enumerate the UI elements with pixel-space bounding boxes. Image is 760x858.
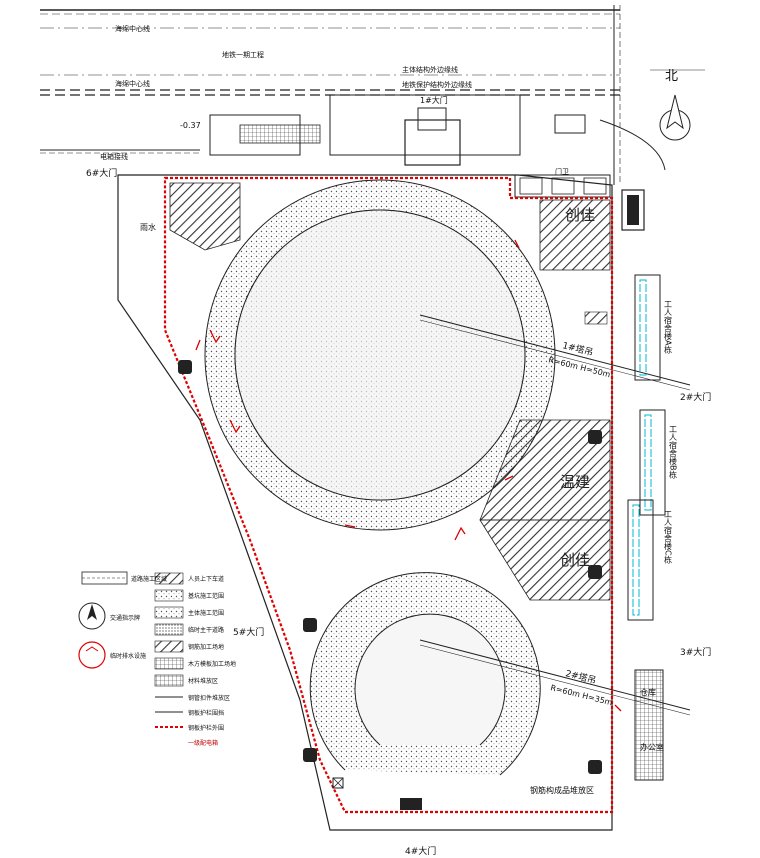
power-label: 电箱接线 [100,152,128,161]
legend-item-13: 一级配电箱 [188,739,218,747]
level-label: -0.37 [180,121,201,130]
road-line-upper: 海绵中心线 [115,24,150,33]
legend-item-8: 木方模板加工场地 [188,660,236,668]
road-area [40,5,705,231]
legend [78,571,184,728]
legend-item-11: 钢板护栏围挡 [188,709,224,717]
crane1-boom [419,314,691,386]
storage-label: 仓库 [640,687,656,697]
gate-4: 4#大门 [405,845,436,857]
site-boundary [117,174,613,831]
legend-item-6: 临时主干道路 [188,626,224,634]
control-label: 门卫 [555,167,569,176]
legend-item-3: 人员上下车道 [188,575,224,583]
traffic-arrows [195,239,622,712]
road-line-lower: 海绵中心线 [115,79,150,88]
hatch-zone-chuangjia [479,519,611,601]
legend-item-7: 钢筋加工场地 [188,643,224,651]
gate-1: 1#大门 [420,95,448,105]
gate-2: 2#大门 [680,391,711,403]
legend-item-10: 钢管扣件堆放区 [188,694,230,702]
legend-item-4: 基坑施工范围 [188,592,224,600]
north-label: 北 [665,69,678,84]
gate-6: 6#大门 [86,167,117,179]
legend-item-0: 道路施工区域 [131,575,167,583]
hatch-zone-top-left [169,182,241,251]
structure-line-label: 主体结构外边缘线 [402,65,458,74]
legend-item-2: 临时排水设施 [110,652,146,660]
boundary-line-label: 地铁保护结构外边缘线 [402,80,472,89]
equipment-markers [178,360,602,810]
office-label: 办公室 [640,742,664,752]
legend-item-1: 交通指示牌 [110,614,140,622]
hatch-zone-top-right [539,199,611,271]
rebar-area-label: 钢筋构成品堆放区 [530,785,594,795]
zone-chuangjia-top: 创佳 [565,206,595,224]
dorm-b-label: 工人宿舍楼B栋 [669,425,678,480]
dorm-a-label: 工人宿舍楼A栋 [664,300,673,355]
hatch-block-east [584,311,608,325]
zone-chuangjia-mid: 创佳 [560,551,590,569]
rain-room-label: 雨水 [140,222,156,232]
dorm-c-label: 工人宿舍楼C栋 [664,510,673,565]
phase1-label: 地铁一期工程 [222,50,264,59]
dorm-buildings [627,274,666,781]
legend-item-12: 钢板护栏外围 [188,724,224,732]
legend-item-5: 主体施工范围 [188,609,224,617]
legend-item-9: 材料堆放区 [188,677,218,685]
crane1-spec: R=60m H=50m [548,355,612,379]
gate-3: 3#大门 [680,646,711,658]
gate-5: 5#大门 [233,626,264,638]
zone-wenjian: 温建 [560,473,590,491]
